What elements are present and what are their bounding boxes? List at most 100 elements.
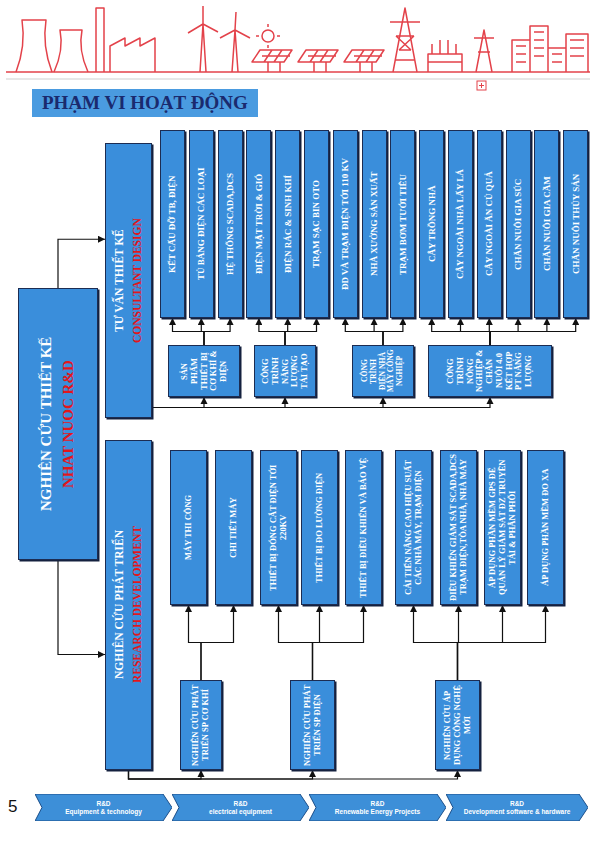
node-label: CÂY NGOÀI NHÀ LẤY LÁ	[454, 134, 466, 314]
item-box: CHĂN NUÔI GIA SÚC	[506, 130, 531, 318]
cooling-tower	[54, 30, 88, 72]
connector-arrow	[490, 318, 576, 345]
text-block: CẢI TIẾN NÂNG CAO HIỆU SUẤT CÁC NHÀ MÁY,…	[403, 454, 425, 601]
node-label: R&D	[45, 800, 162, 807]
item-box: CÂY NGOÀI ĂN CỦ QUẢ	[477, 130, 502, 318]
text-block: ĐIỆN RÁC & SINH KHÍ	[282, 134, 294, 314]
item-box: ĐIỆN RÁC & SINH KHÍ	[275, 130, 300, 318]
node-label: ÁP DỤNG PHẦN MỀM GPS ĐỂ QUẢN LÝ GIÁM SÁT…	[487, 454, 518, 601]
node-label: TƯ VẤN THIẾT KẾ	[112, 147, 127, 414]
item-box: CÂY TRỒNG NHÀ	[419, 130, 444, 318]
group-box: NGHIÊN CỨU PHÁT TRIỂN SP CƠ KHÍ	[180, 680, 222, 770]
connector-arrow	[285, 318, 317, 345]
connector-arrow	[58, 560, 105, 655]
node-label: NGHIÊN CỨU PHÁT TRIỂN SP CƠ KHÍ	[190, 684, 212, 766]
text-block: R&Delectrical equipment	[182, 800, 299, 815]
item-box: CHĂN NUÔI GIA CẦM	[534, 130, 559, 318]
connector-arrow	[201, 605, 234, 680]
connector-arrow	[279, 605, 313, 680]
node-label: CÔNG TRÌNH NÔNG NGHIỆP & CHĂN NUÔI 4.0 K…	[445, 349, 535, 393]
item-box: THIẾT BỊ ĐO LƯỜNG ĐIỆN	[301, 450, 338, 605]
text-block: THIẾT BỊ ĐO LƯỜNG ĐIỆN	[314, 454, 326, 601]
connector-arrow	[383, 318, 403, 345]
text-block: CÂY TRỒNG NHÀ	[426, 134, 438, 314]
node-label: CHĂN NUÔI GIA SÚC	[512, 134, 524, 314]
text-block: R&DEquipment & technology	[45, 800, 162, 815]
node-label: R&D	[319, 800, 436, 807]
node-label: CẢI TIẾN NÂNG CAO HIỆU SUẤT CÁC NHÀ MÁY,…	[403, 454, 425, 601]
item-box: CHĂN NUÔI THỦY SẢN	[563, 130, 588, 318]
text-block: CÔNG TRÌNH NĂNG LƯỢNG TÁI TẠO	[260, 349, 311, 393]
connector-arrow	[259, 318, 285, 345]
chevron-fill	[446, 794, 588, 821]
node-label: MÁY THI CÔNG	[183, 454, 195, 601]
text-block: NGHIÊN CỨU PHÁT TRIỂNRESEARCH DEVELOPMEN…	[109, 444, 148, 766]
page-title: PHẠM VI HOẠT ĐỘNG	[42, 92, 248, 114]
cooling-tower	[16, 20, 52, 72]
connector-arrow	[58, 239, 105, 288]
text-block: ĐIỀU KHIỂN GIÁM SÁT SCADA,DCS TRẠM ĐIỆN,…	[448, 454, 470, 601]
text-block: THIẾT BỊ ĐIỀU KHIỂN VÀ BẢO VỆ	[358, 454, 370, 601]
connector-arrow	[432, 318, 490, 345]
item-box: ĐIỀU KHIỂN GIÁM SÁT SCADA,DCS TRẠM ĐIỆN,…	[440, 450, 477, 605]
power-pylon	[390, 8, 420, 72]
node-label: CÔNG TRÌNH ĐIỆN NHÀ MÁY CÔNG NGHIỆP	[360, 349, 406, 393]
chevron-fill	[172, 794, 309, 821]
text-block: R&DDevelopment software & hardware	[456, 800, 578, 815]
section-box: NGHIÊN CỨU PHÁT TRIỂNRESEARCH DEVELOPMEN…	[105, 440, 152, 770]
node-label: ĐIỆN MẶT TRỜI & GIÓ	[253, 134, 265, 314]
divider-rule	[6, 79, 590, 80]
text-block: NGHIÊN CỨU PHÁT TRIỂN SP CƠ KHÍ	[190, 684, 212, 766]
node-label: NGHIÊN CỨU PHÁT TRIỂN	[112, 444, 127, 766]
chevron-fill	[35, 794, 172, 821]
small-pylon	[474, 30, 494, 72]
solar-panel	[344, 50, 384, 72]
text-block: NGHIÊN CỨU ÁP DỤNG CÔNG NGHỆ MỚI	[442, 684, 473, 766]
expand-symbol	[476, 80, 488, 92]
text-block: TƯ VẤN THIẾT KẾCONSULTANT DESIGN	[109, 147, 148, 414]
text-block: ÁP DỤNG PHẦN MỀM ĐO XA	[540, 454, 552, 601]
text-block: CHĂN NUÔI THỦY SẢN	[570, 134, 582, 314]
text-block: R&DRenewable Energy Projects	[319, 800, 436, 815]
sun-rays	[256, 24, 280, 48]
item-box: CẢI TIẾN NÂNG CAO HIỆU SUẤT CÁC NHÀ MÁY,…	[395, 450, 432, 605]
group-box: SẢN PHẨM THIẾT BỊ CƠ KHÍ & ĐIỆN	[168, 345, 240, 397]
node-sublabel: electrical equipment	[182, 808, 299, 815]
node-sublabel: NHAT NUOC R&D	[60, 292, 79, 556]
connector-arrow	[458, 605, 546, 680]
text-block: HỆ THỐNG SCADA,DCS	[224, 134, 236, 314]
node-sublabel: CONSULTANT DESIGN	[130, 147, 145, 414]
text-block: CHĂN NUÔI GIA CẦM	[541, 134, 553, 314]
group-box: NGHIÊN CỨU ÁP DỤNG CÔNG NGHỆ MỚI	[435, 680, 480, 770]
title-band: PHẠM VI HOẠT ĐỘNG	[32, 89, 258, 117]
node-label: TỦ BẢNG ĐIỆN CÁC LOẠI	[195, 134, 207, 314]
group-box: CÔNG TRÌNH NÔNG NGHIỆP & CHĂN NUÔI 4.0 K…	[428, 345, 552, 397]
connector-arrow	[345, 318, 383, 345]
item-box: TRẠM BƠM TƯỚI TIÊU	[390, 130, 415, 318]
ground-line	[6, 71, 590, 73]
text-block: CÂY NGOÀI NHÀ LẤY LÁ	[454, 134, 466, 314]
root-box: NGHIÊN CỨU THIẾT KẾNHAT NUOC R&D	[18, 288, 98, 560]
text-block: CHĂN NUÔI GIA SÚC	[512, 134, 524, 314]
city-buildings	[512, 26, 588, 72]
node-label: ĐIỆN RÁC & SINH KHÍ	[282, 134, 294, 314]
item-box: NHÀ XƯỞNG SẢN XUẤT	[362, 130, 387, 318]
node-label: CHĂN NUÔI THỦY SẢN	[570, 134, 582, 314]
item-box: ĐIỆN MẶT TRỜI & GIÓ	[246, 130, 271, 318]
item-box: CÂY NGOÀI NHÀ LẤY LÁ	[448, 130, 473, 318]
building-windows	[516, 32, 584, 62]
chevron-tab: R&DRenewable Energy Projects	[309, 794, 446, 821]
item-box: KẾT CẤU ĐỠ TB, ĐIỆN	[160, 130, 185, 318]
chevron-fill	[309, 794, 446, 821]
item-box: ÁP DỤNG PHẦN MỀM ĐO XA	[527, 450, 564, 605]
node-label: NHÀ XƯỞNG SẢN XUẤT	[368, 134, 380, 314]
node-label: TRẠM SẠC BIN OTO	[310, 134, 322, 314]
group-box: NGHIÊN CỨU PHÁT TRIỂN SP ĐIỆN	[290, 680, 335, 770]
text-block: SẢN PHẨM THIẾT BỊ CƠ KHÍ & ĐIỆN	[179, 349, 230, 393]
page-number: 5	[8, 797, 17, 817]
transformer	[428, 40, 462, 72]
section-box: TƯ VẤN THIẾT KẾCONSULTANT DESIGN	[105, 143, 152, 418]
node-label: ÁP DỤNG PHẦN MỀM ĐO XA	[540, 454, 552, 601]
node-label: THIẾT BỊ ĐÓNG CẮT ĐIỆN TỚI 220KV	[268, 454, 290, 601]
energy-banner	[0, 0, 596, 84]
